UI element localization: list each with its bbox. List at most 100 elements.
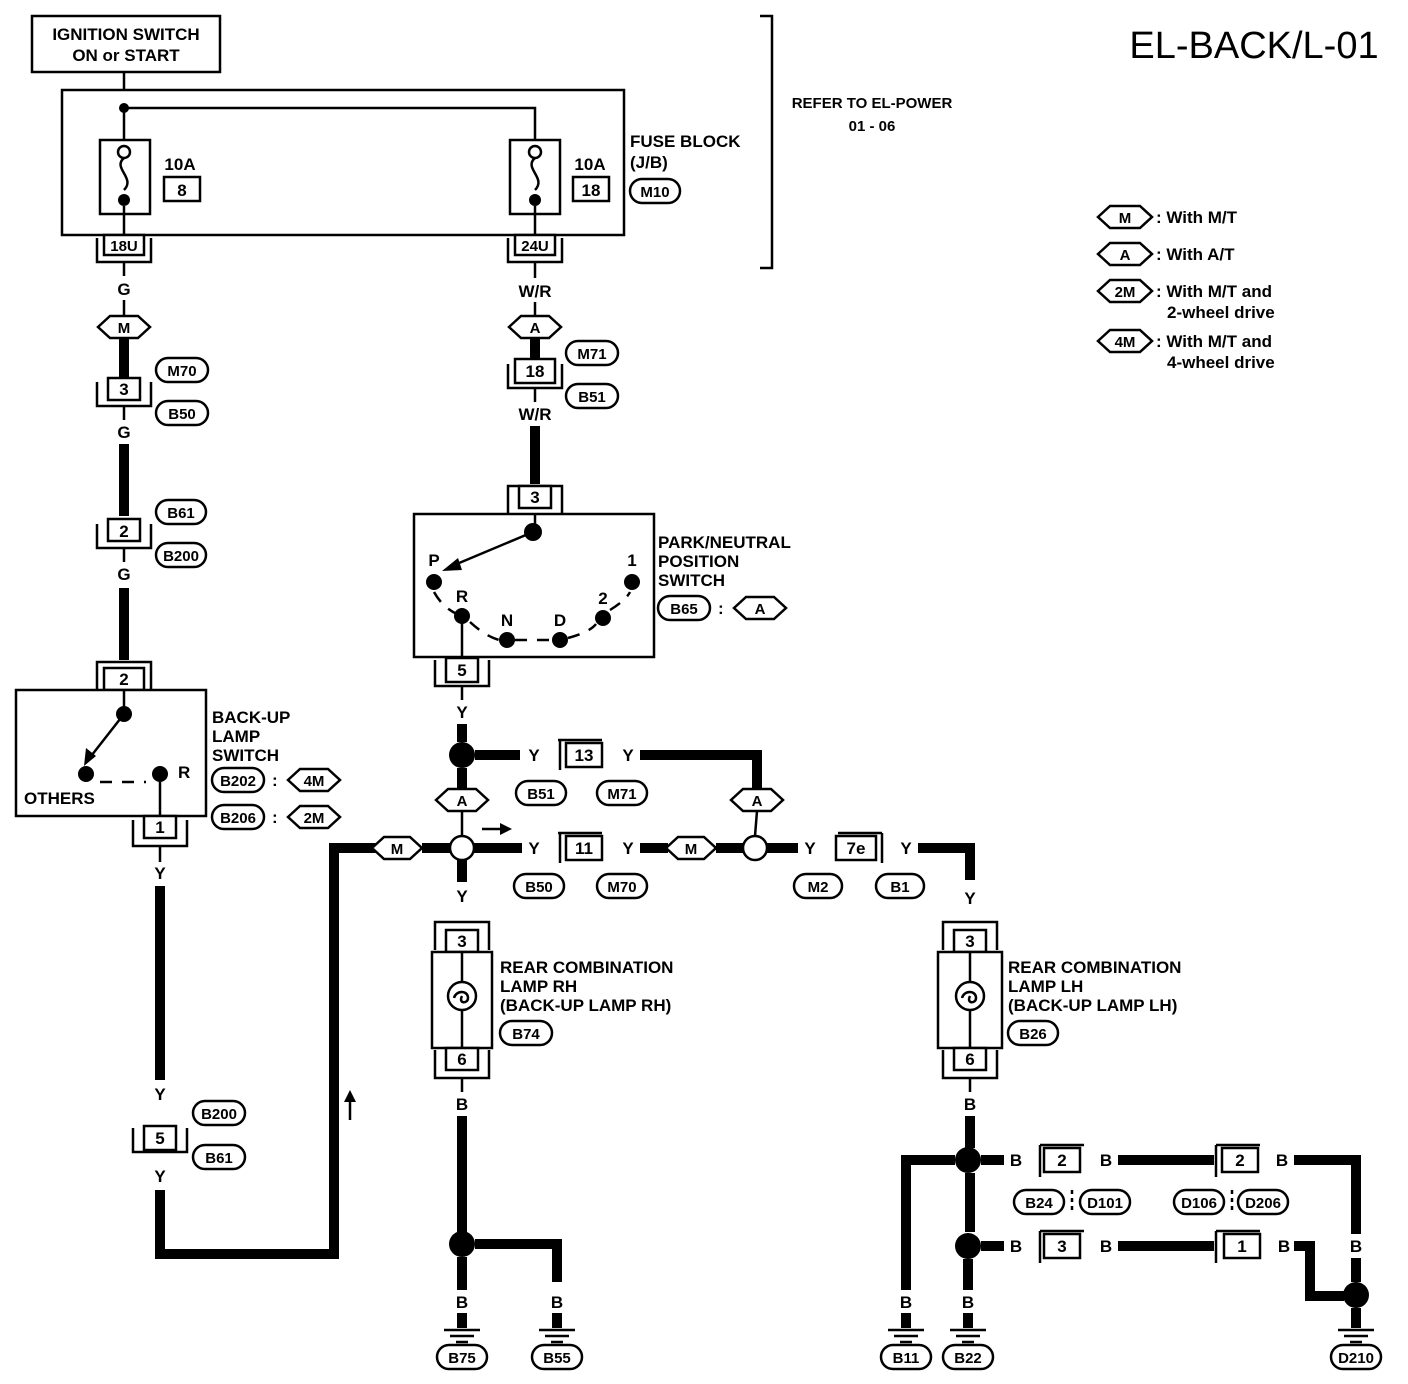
svg-text:R: R (456, 587, 468, 606)
svg-text:Y: Y (154, 1167, 166, 1186)
fuse-block: 10A 8 10A 18 FUSE BLOCK (J/B) M10 18U (60, 72, 741, 264)
svg-text:B: B (1276, 1151, 1288, 1170)
svg-text:M2: M2 (808, 879, 829, 896)
svg-text:R: R (178, 763, 190, 782)
svg-text:B202: B202 (220, 773, 256, 790)
svg-text:B: B (1010, 1151, 1022, 1170)
ground-icon: B55 (530, 1328, 584, 1371)
svg-text:B26: B26 (1019, 1026, 1047, 1043)
svg-text:B50: B50 (168, 406, 196, 423)
svg-text:LAMP LH: LAMP LH (1008, 977, 1083, 996)
svg-text:2: 2 (119, 670, 128, 689)
svg-text:D206: D206 (1245, 1195, 1281, 1212)
svg-text:OTHERS: OTHERS (24, 789, 95, 808)
svg-text:Y: Y (900, 839, 912, 858)
middle-branch: W/R A 18 M71 B51 W/R (506, 262, 620, 484)
svg-text:B24: B24 (1025, 1195, 1053, 1212)
svg-text:B: B (1100, 1237, 1112, 1256)
svg-text:2: 2 (1057, 1151, 1066, 1170)
rear-lamp-rh: 3 6 REAR COMBINATION LAMP RH (BACK-UP LA… (430, 920, 673, 1080)
svg-text:B: B (1100, 1151, 1112, 1170)
legend-a: A : With A/T (1096, 241, 1235, 267)
svg-text:2-wheel drive: 2-wheel drive (1167, 303, 1275, 322)
svg-text:B: B (1010, 1237, 1022, 1256)
svg-text::: : (272, 771, 278, 790)
ignition-switch: IGNITION SWITCH ON or START (30, 14, 222, 74)
terminal-18u: 18U (95, 233, 153, 264)
ground-rh: B B B (449, 1078, 563, 1328)
svg-text:B: B (962, 1293, 974, 1312)
refer-bracket: REFER TO EL-POWER 01 - 06 (760, 14, 952, 270)
svg-text:B11: B11 (893, 1350, 920, 1367)
fuse-8: 10A 8 (98, 138, 202, 235)
svg-text:4M: 4M (304, 773, 325, 790)
svg-text:Y: Y (154, 1085, 166, 1104)
svg-text:2M: 2M (304, 810, 325, 827)
svg-text:4-wheel drive: 4-wheel drive (1167, 353, 1275, 372)
svg-text:Y: Y (154, 864, 166, 883)
svg-text:01 - 06: 01 - 06 (849, 118, 896, 135)
svg-text:M71: M71 (607, 786, 636, 803)
svg-text:B: B (551, 1293, 563, 1312)
svg-text:B55: B55 (543, 1350, 571, 1367)
svg-text:B61: B61 (205, 1150, 233, 1167)
svg-text:ON or START: ON or START (72, 46, 180, 65)
svg-text:A: A (1120, 247, 1131, 264)
svg-text:B: B (964, 1095, 976, 1114)
legend-m: M : With M/T (1096, 204, 1238, 230)
left-y-wire: Y Y 5 B200 B61 Y M (131, 835, 452, 1259)
legend-4m: 4M : With M/T and 4-wheel drive (1096, 328, 1275, 372)
svg-text:Y: Y (622, 746, 634, 765)
svg-text:M70: M70 (607, 879, 636, 896)
svg-text:LAMP RH: LAMP RH (500, 977, 577, 996)
svg-text:A: A (755, 601, 766, 618)
svg-text:G: G (117, 565, 130, 584)
diagram-title: EL-BACK/L-01 (1129, 25, 1378, 67)
left-branch: G M 3 M70 B50 G 2 B61 B200 G (95, 262, 210, 660)
svg-text:A: A (530, 320, 541, 337)
svg-text:13: 13 (575, 746, 594, 765)
svg-text:3: 3 (965, 932, 974, 951)
svg-text:Y: Y (804, 839, 816, 858)
svg-text::: : (718, 599, 724, 618)
legend: M : With M/T A : With A/T 2M : With M/T … (1096, 204, 1275, 372)
svg-text:Y: Y (456, 703, 468, 722)
ground-icon: D210 (1329, 1328, 1383, 1371)
svg-text:A: A (752, 793, 763, 810)
svg-text:B75: B75 (448, 1350, 476, 1367)
svg-text:B: B (456, 1095, 468, 1114)
rear-lamp-lh: 3 6 REAR COMBINATION LAMP LH (BACK-UP LA… (936, 920, 1181, 1080)
fuse-18: 10A 18 (508, 138, 611, 235)
svg-text:Y: Y (456, 887, 468, 906)
svg-text:SWITCH: SWITCH (212, 746, 279, 765)
svg-text:SWITCH: SWITCH (658, 571, 725, 590)
svg-text:2: 2 (119, 522, 128, 541)
svg-text:BACK-UP: BACK-UP (212, 708, 290, 727)
svg-text:24U: 24U (521, 238, 549, 255)
svg-text:Y: Y (964, 889, 976, 908)
svg-text:: With M/T and: : With M/T and (1156, 282, 1272, 301)
svg-text:18: 18 (582, 181, 601, 200)
svg-text:B51: B51 (578, 389, 606, 406)
svg-text:5: 5 (457, 661, 466, 680)
svg-text:(J/B): (J/B) (630, 153, 668, 172)
svg-text:B22: B22 (954, 1350, 982, 1367)
svg-text:B51: B51 (527, 786, 555, 803)
svg-text:G: G (117, 280, 130, 299)
svg-text:10A: 10A (164, 155, 195, 174)
svg-text:1: 1 (1237, 1237, 1246, 1256)
svg-text:B50: B50 (525, 879, 553, 896)
svg-text::: : (272, 808, 278, 827)
svg-text:Y: Y (622, 839, 634, 858)
svg-text:B74: B74 (512, 1026, 540, 1043)
svg-text:B: B (900, 1293, 912, 1312)
svg-text:LAMP: LAMP (212, 727, 260, 746)
svg-text:3: 3 (1057, 1237, 1066, 1256)
svg-text:A: A (457, 793, 468, 810)
svg-text:3: 3 (457, 932, 466, 951)
svg-text:: With M/T and: : With M/T and (1156, 332, 1272, 351)
svg-text:B: B (1278, 1237, 1290, 1256)
svg-text:IGNITION SWITCH: IGNITION SWITCH (52, 25, 199, 44)
ground-icon: B75 (435, 1328, 489, 1371)
